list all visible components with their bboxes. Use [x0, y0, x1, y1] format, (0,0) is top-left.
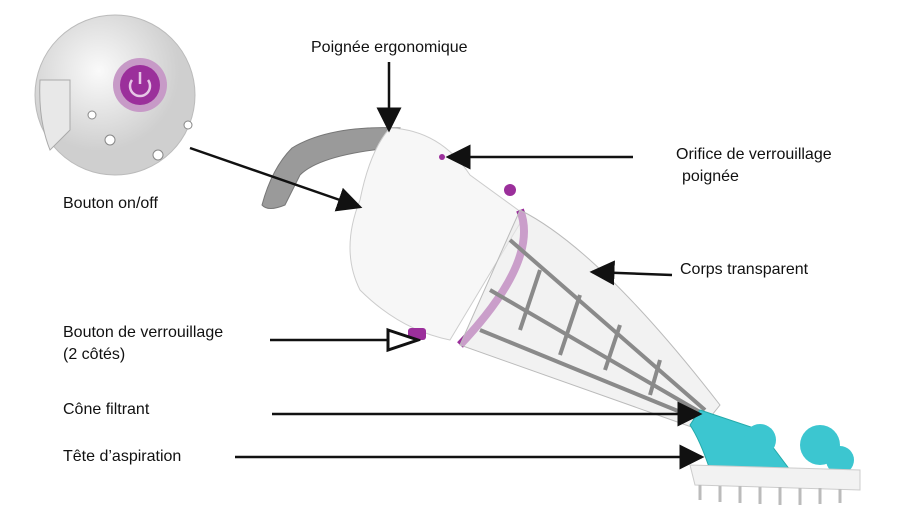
label-power-button: Bouton on/off [63, 195, 158, 212]
label-body: Corps transparent [680, 261, 809, 278]
body-arrow [589, 260, 673, 286]
label-lock-button: Bouton de verrouillage [63, 324, 224, 341]
label-lock-hole-line2: poignée [682, 168, 739, 185]
label-filter-cone: Cône filtrant [63, 401, 150, 418]
label-suction-head: Tête d’aspiration [63, 448, 182, 465]
label-lock-hole: Orifice de verrouillage [676, 146, 832, 163]
filter-cone-shape [479, 238, 707, 422]
power-button-closeup [34, 14, 196, 176]
suction-head-shape [689, 409, 861, 505]
power-button-arrow [189, 146, 363, 212]
label-handle: Poignée ergonomique [311, 39, 468, 56]
label-lock-button-line2: (2 côtés) [63, 346, 126, 363]
power-icon [128, 79, 152, 98]
